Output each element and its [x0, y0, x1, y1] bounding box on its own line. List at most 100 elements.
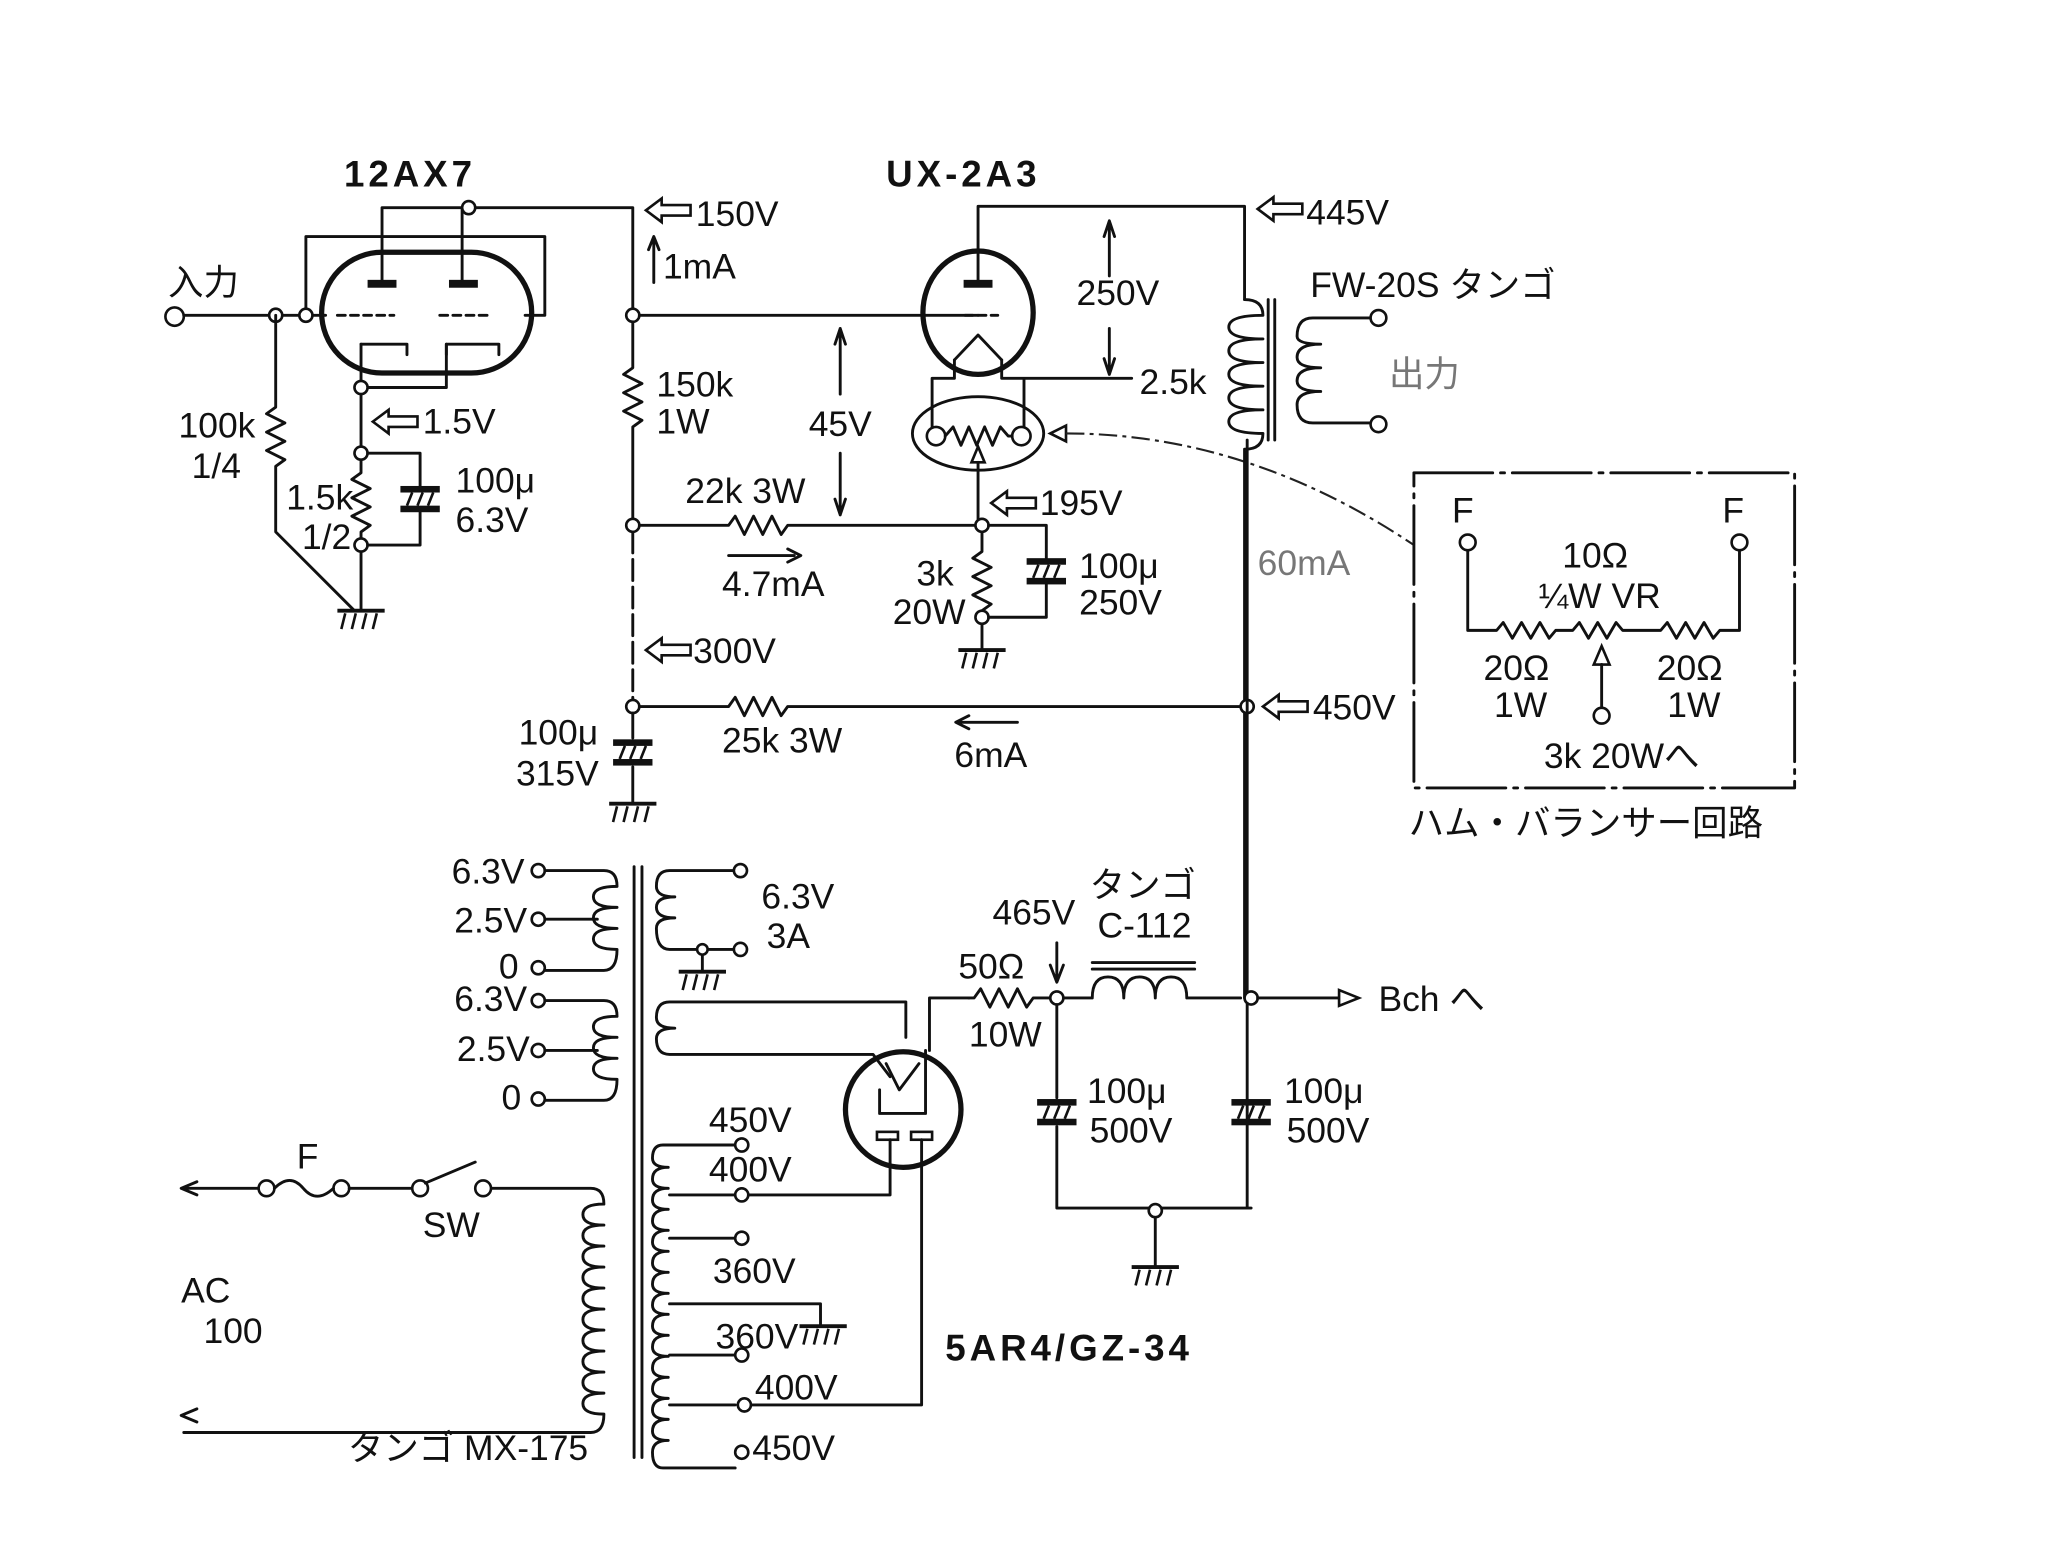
left-resistor-value: 20Ω — [1483, 648, 1549, 688]
heater-out-voltage: 6.3V — [761, 877, 834, 917]
fuse-terminal — [332, 1179, 351, 1198]
plate-2 — [448, 279, 478, 288]
bypass-wire — [366, 451, 422, 547]
ground-icon — [676, 969, 728, 993]
ground-icon — [335, 608, 387, 632]
rectifier-heater-winding — [654, 1000, 908, 1079]
resistor-1.5k — [350, 451, 372, 613]
plate-cathode-voltage: 250V — [1077, 273, 1160, 313]
hv-taps — [668, 1193, 822, 1407]
filament-wire — [930, 358, 1134, 429]
ground-icon — [1129, 1265, 1181, 1288]
node — [974, 609, 990, 626]
ground-icon — [607, 801, 659, 825]
hv-tap-2: 400V — [709, 1150, 792, 1190]
output-label: 出力 — [1389, 354, 1460, 394]
power-switch[interactable] — [423, 1160, 477, 1185]
node — [1147, 1202, 1164, 1219]
node — [353, 379, 369, 396]
terminal[interactable] — [530, 911, 547, 928]
node — [1243, 990, 1259, 1006]
input-jack[interactable] — [164, 306, 186, 328]
capacitor-100u-315v — [611, 738, 654, 767]
preamp-stage: 12AX7 入力 100k 1/4 1.5V 1.5k 1/2 100μ 6.3… — [164, 154, 779, 632]
node — [1048, 990, 1065, 1006]
pot-terminal — [1010, 425, 1032, 447]
hv-tap-1: 450V — [709, 1100, 792, 1140]
cathode-resistor-power: 20W — [893, 592, 966, 632]
cathodes — [359, 342, 501, 357]
hv-secondary-winding — [651, 1143, 737, 1470]
rectifier-plate-1 — [875, 1130, 900, 1142]
rail-300v: 300V — [693, 631, 776, 671]
terminal[interactable] — [733, 1137, 750, 1153]
b-out-label: Bch へ — [1378, 979, 1484, 1019]
output-terminal[interactable] — [1369, 415, 1388, 434]
resistor-100k — [265, 313, 356, 613]
terminal[interactable] — [736, 1397, 753, 1413]
rectifier-cathode — [878, 1049, 927, 1115]
capacitor-100u-250v — [1025, 556, 1068, 586]
mains-label: AC — [181, 1271, 230, 1311]
rail-450v: 450V — [1313, 688, 1396, 728]
terminal[interactable] — [733, 1444, 750, 1461]
filter-resistor-value: 50Ω — [958, 946, 1024, 986]
voltage-arrow-icon — [1261, 693, 1309, 720]
cathode-cap-value: 100μ — [1079, 546, 1159, 586]
terminal[interactable] — [530, 959, 547, 976]
terminal[interactable] — [530, 1042, 547, 1059]
node — [624, 698, 641, 715]
plate-wire — [976, 204, 1246, 301]
detail-box — [1412, 471, 1797, 790]
filament — [952, 333, 1004, 362]
output-transformer-secondary — [1295, 316, 1374, 425]
terminal[interactable] — [530, 1091, 547, 1107]
right-resistor-power: 1W — [1667, 685, 1721, 725]
filter-resistor-power: 10W — [969, 1015, 1042, 1055]
input-label: 入力 — [168, 262, 239, 302]
resistor-50ohm — [967, 987, 1052, 1009]
terminal — [1592, 706, 1611, 725]
plate — [963, 279, 993, 288]
fuse-icon — [272, 1179, 335, 1198]
node — [974, 517, 990, 534]
left-resistor-power: 1W — [1494, 685, 1548, 725]
node — [695, 942, 709, 956]
plate-wire — [380, 206, 635, 317]
filament-left-label: F — [1452, 491, 1474, 531]
terminal[interactable] — [530, 992, 547, 1009]
cap2-value: 100μ — [1284, 1071, 1364, 1111]
plate-1 — [367, 279, 397, 288]
grid-voltage-drop: 45V — [809, 404, 872, 444]
rail-cap-value: 100μ — [519, 713, 599, 753]
heater-winding-2 — [543, 999, 619, 1102]
output-terminal[interactable] — [1369, 308, 1388, 328]
resistor-150k — [622, 320, 644, 521]
terminal[interactable] — [732, 941, 749, 958]
transformer-core — [1266, 298, 1277, 442]
tube-label-5ar4: 5AR4/GZ-34 — [945, 1327, 1193, 1368]
terminal[interactable] — [733, 1187, 750, 1203]
filament-right-label: F — [1722, 491, 1744, 531]
terminal[interactable] — [530, 862, 547, 879]
resistor-25k — [637, 695, 1243, 718]
pot-rating: ¼W VR — [1539, 576, 1661, 616]
terminal[interactable] — [733, 1347, 750, 1363]
tube-5ar4-envelope — [842, 1049, 964, 1170]
output-transformer-label: FW-20S タンゴ — [1310, 265, 1555, 305]
balancer-network — [1466, 548, 1741, 640]
heater2-tap-2.5v: 2.5V — [457, 1029, 530, 1069]
right-resistor-value: 20Ω — [1657, 648, 1723, 688]
cathode-resistor-value: 3k — [916, 554, 954, 594]
ground-icon — [797, 1324, 849, 1347]
current-arrow-icon — [954, 714, 1019, 731]
output-cathode-voltage: 195V — [1040, 483, 1123, 523]
switch-terminal — [410, 1179, 430, 1198]
divider-current: 4.7mA — [722, 564, 825, 604]
terminal[interactable] — [732, 862, 749, 879]
terminal[interactable] — [733, 1230, 750, 1247]
grid-tie-wire — [304, 235, 547, 317]
voltage-arrow-icon — [644, 197, 692, 224]
heater2-tap-0: 0 — [501, 1078, 521, 1118]
